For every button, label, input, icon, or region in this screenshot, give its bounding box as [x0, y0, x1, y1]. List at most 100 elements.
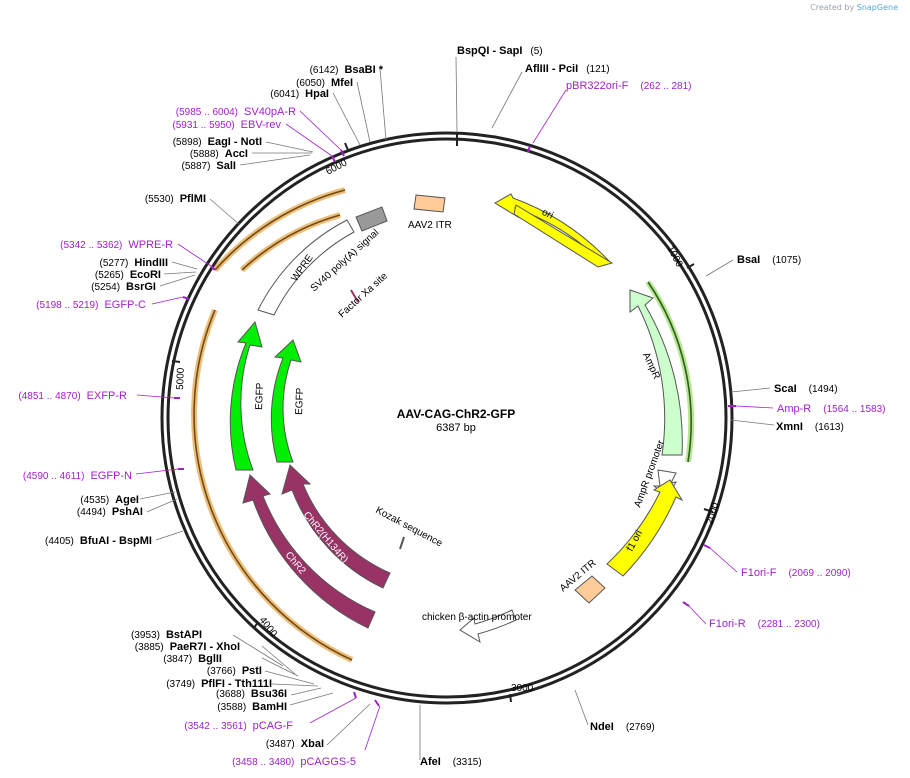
svg-text:(5888)AccI: (5888) AccI	[190, 148, 248, 160]
enzyme-pos-psti: (3766)	[207, 666, 236, 677]
primer-labels: pBR322ori-F(262 .. 281) Amp-R(1564 .. 15…	[18, 80, 885, 768]
primer-name-egfp-n[interactable]: EGFP-N	[90, 470, 132, 482]
svg-text:AflIII - PciI(121): AflIII - PciI (121)	[525, 63, 610, 75]
primer-name-exfp-r[interactable]: EXFP-R	[87, 390, 127, 402]
svg-text:(5198 .. 5219)EGFP-C: (5198 .. 5219) EGFP-C	[36, 299, 146, 311]
enzyme-name-hpai[interactable]: HpaI	[305, 88, 329, 100]
feature-factor-xa[interactable]: Factor Xa site	[337, 270, 391, 320]
feature-cba-promoter[interactable]: chicken β-actin promoter	[422, 609, 532, 644]
enzyme-name-bamhi[interactable]: BamHI	[252, 701, 287, 713]
primer-name-egfp-c[interactable]: EGFP-C	[104, 299, 146, 311]
enzyme-name-bglii[interactable]: BglII	[198, 653, 222, 665]
enzyme-name-bsu36i[interactable]: Bsu36I	[251, 688, 287, 700]
enzyme-name-afliii[interactable]: AflIII - PciI	[525, 63, 578, 75]
primer-name-pcag-f[interactable]: pCAG-F	[253, 720, 294, 732]
enzyme-labels: BspQI - SapI (5) AflIII - PciI (121) BsaI (…	[45, 45, 844, 768]
svg-text:ScaI(1494): ScaI(1494)	[774, 383, 838, 395]
svg-text:(4851 .. 4870)EXFP-R: (4851 .. 4870)EXFP-R	[18, 390, 127, 402]
svg-text:F1ori-R(2281 .. 2300): F1ori-R(2281 .. 2300)	[709, 618, 820, 630]
enzyme-name-pflmi[interactable]: PflMI	[180, 193, 206, 205]
primer-name-ebv-rev[interactable]: EBV-rev	[241, 119, 282, 131]
enzyme-name-agei[interactable]: AgeI	[115, 494, 139, 506]
svg-text:ori: ori	[540, 207, 555, 222]
svg-text:(3885)PaeR7I - XhoI: (3885) PaeR7I - XhoI	[135, 641, 240, 653]
enzyme-name-xhoi[interactable]: PaeR7I - XhoI	[170, 641, 240, 653]
enzyme-pos-pshai: (4494)	[77, 507, 106, 518]
position-ticks	[171, 132, 714, 703]
svg-text:BspQI - SapI(5): BspQI - SapI (5)	[457, 45, 543, 57]
backbone-ring	[160, 131, 734, 705]
feature-label-aav2-itr-top: AAV2 ITR	[408, 220, 452, 231]
enzyme-pos-ecori: (5265)	[95, 270, 124, 281]
primer-name-f1ori-f[interactable]: F1ori-F	[741, 567, 777, 579]
svg-text:(6142)BsaBI *: (6142) BsaBI *	[310, 64, 384, 76]
enzyme-name-bsrgi[interactable]: BsrGI	[126, 281, 156, 293]
feature-ori[interactable]: ori	[494, 193, 614, 268]
feature-label-egfp-outer: EGFP	[254, 382, 266, 410]
enzyme-name-bspqi[interactable]: BspQI - SapI	[457, 45, 522, 57]
enzyme-pos-bglii: (3847)	[163, 654, 192, 665]
enzyme-name-sali[interactable]: SalI	[216, 160, 236, 172]
enzyme-name-xbai[interactable]: XbaI	[301, 738, 324, 750]
primer-range-egfp-n: (4590 .. 4611)	[23, 471, 85, 482]
primer-name-f1ori-r[interactable]: F1ori-R	[709, 618, 746, 630]
enzyme-name-acci[interactable]: AccI	[225, 148, 248, 160]
enzyme-name-bfuai[interactable]: BfuAI - BspMI	[80, 535, 152, 547]
enzyme-pos-bsai: (1075)	[772, 255, 801, 266]
svg-text:(3588)BamHI: (3588)BamHI	[217, 701, 287, 713]
enzyme-pos-bspqi: (5)	[530, 46, 542, 57]
feature-egfp-outer[interactable]: EGFP	[229, 320, 266, 471]
feature-label-kozak: Kozak sequence	[374, 505, 445, 550]
enzyme-pos-acci: (5888)	[190, 149, 219, 160]
primer-name-pbr322ori-f[interactable]: pBR322ori-F	[566, 80, 629, 92]
feature-aav2-itr-top[interactable]: AAV2 ITR	[408, 194, 452, 231]
svg-text:(5887)SalI: (5887)SalI	[182, 160, 236, 172]
primer-range-amp-r: (1564 .. 1583)	[823, 404, 885, 415]
enzyme-name-mfei[interactable]: MfeI	[331, 77, 353, 89]
primer-range-egfp-c: (5198 .. 5219)	[36, 300, 98, 311]
enzyme-name-bstapi[interactable]: BstAPI	[166, 629, 202, 641]
enzyme-name-ndei[interactable]: NdeI	[590, 721, 614, 733]
svg-text:(5342 .. 5362)WPRE-R: (5342 .. 5362) WPRE-R	[60, 239, 173, 251]
enzyme-name-ecori[interactable]: EcoRI	[130, 269, 161, 281]
primer-range-wpre-r: (5342 .. 5362)	[60, 240, 122, 251]
feature-aav2-itr-right[interactable]: AAV2 ITR	[558, 558, 606, 604]
enzyme-name-scai[interactable]: ScaI	[774, 383, 797, 395]
enzyme-name-pshai[interactable]: PshAI	[112, 506, 143, 518]
enzyme-name-afei[interactable]: AfeI	[420, 756, 441, 768]
enzyme-name-bsabi[interactable]: BsaBI *	[344, 64, 383, 76]
primer-name-pcaggs-5[interactable]: pCAGGS-5	[300, 756, 356, 768]
feature-egfp-inner[interactable]: EGFP	[270, 339, 306, 463]
svg-text:(3766)PstI: (3766) PstI	[207, 665, 262, 677]
svg-text:(4494)PshAI: (4494) PshAI	[77, 506, 143, 518]
svg-text:(3953)BstAPI: (3953)BstAPI	[131, 629, 202, 641]
enzyme-pos-mfei: (6050)	[296, 78, 325, 89]
feature-label-factor-xa: Factor Xa site	[337, 270, 391, 320]
enzyme-pos-bsrgi: (5254)	[91, 282, 120, 293]
svg-text:Amp-R(1564 .. 1583): Amp-R (1564 .. 1583)	[777, 403, 886, 415]
primer-range-pcaggs-5: (3458 .. 3480)	[232, 757, 294, 768]
feature-ampr[interactable]: AmpR	[629, 289, 683, 456]
enzyme-pos-xhoi: (3885)	[135, 642, 164, 653]
enzyme-name-bsai[interactable]: BsaI	[737, 254, 760, 266]
enzyme-pos-xbai: (3487)	[266, 739, 295, 750]
feature-kozak[interactable]: Kozak sequence	[374, 505, 445, 550]
primer-range-sv40pa-r: (5985 .. 6004)	[176, 107, 238, 118]
credit-prefix: Created by	[810, 3, 855, 12]
enzyme-name-pflfi[interactable]: PflFI - Tth111I	[201, 678, 272, 690]
primer-leaders	[135, 89, 774, 751]
enzyme-name-psti[interactable]: PstI	[242, 665, 262, 677]
enzyme-pos-afliii: (121)	[586, 64, 609, 75]
svg-text:(5530)PflMI: (5530)PflMI	[145, 193, 206, 205]
enzyme-name-eagi[interactable]: EagI - NotI	[208, 136, 262, 148]
svg-text:(5265)EcoRI: (5265) EcoRI	[95, 269, 161, 281]
primer-name-sv40pa-r[interactable]: SV40pA-R	[244, 106, 296, 118]
enzyme-name-hindiii[interactable]: HindIII	[134, 257, 168, 269]
enzyme-pos-bsu36i: (3688)	[216, 689, 245, 700]
enzyme-name-xmni[interactable]: XmnI	[776, 421, 803, 433]
primer-name-amp-r[interactable]: Amp-R	[777, 403, 811, 415]
enzyme-pos-bsabi: (6142)	[310, 65, 339, 76]
svg-text:(4590 .. 4611)EGFP-N: (4590 .. 4611) EGFP-N	[23, 470, 132, 482]
primer-name-wpre-r[interactable]: WPRE-R	[128, 239, 173, 251]
